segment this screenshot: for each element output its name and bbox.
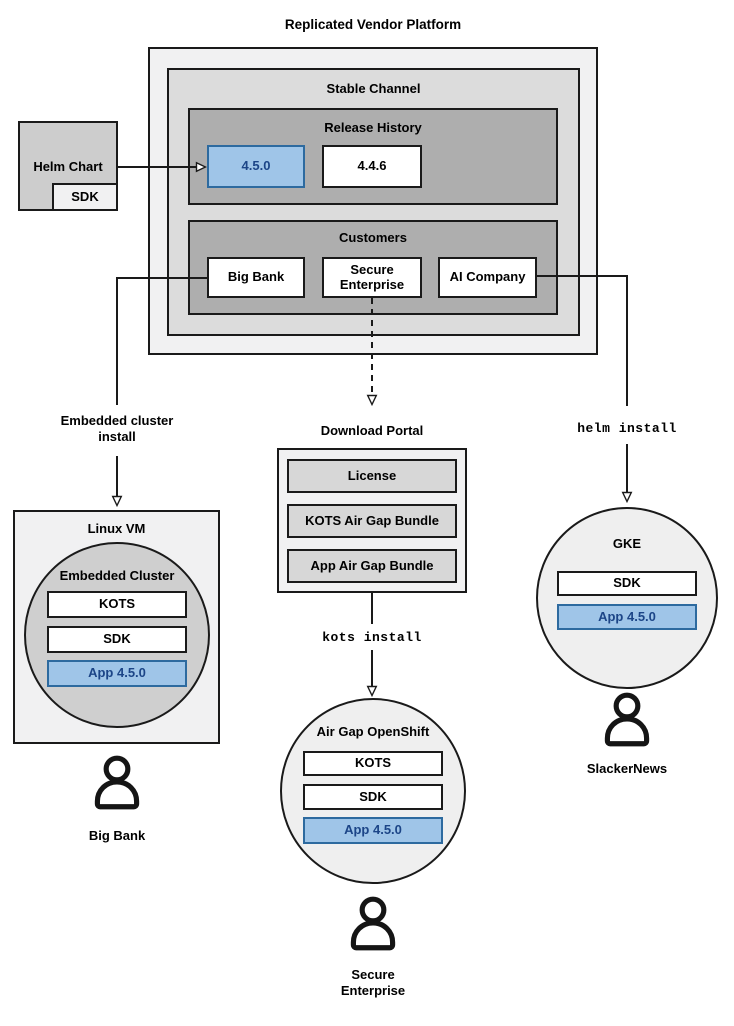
slackernews-user-label: SlackerNews	[586, 761, 668, 776]
secure-enterprise-user-icon	[340, 893, 406, 959]
linux-vm-kots-box: KOTS	[47, 591, 187, 618]
diagram-title: Replicated Vendor Platform	[284, 17, 462, 32]
openshift-app-box: App 4.5.0	[303, 817, 443, 844]
gke-label: GKE	[612, 536, 642, 551]
gke-circle	[536, 507, 718, 689]
embedded-cluster-install-label: Embedded cluster install	[60, 413, 174, 444]
release-4-4-6: 4.4.6	[322, 145, 422, 188]
secure-enterprise-user-label: Secure Enterprise	[340, 967, 406, 998]
helm-chart-label: Helm Chart	[33, 159, 103, 174]
big-bank-user-label: Big Bank	[88, 828, 146, 843]
openshift-kots-box: KOTS	[303, 751, 443, 776]
customer-secure-enterprise: Secure Enterprise	[322, 257, 422, 298]
portal-item-license: License	[287, 459, 457, 493]
stable-channel-label: Stable Channel	[326, 81, 421, 96]
gke-app-box: App 4.5.0	[557, 604, 697, 630]
portal-item-kots-airgap-bundle: KOTS Air Gap Bundle	[287, 504, 457, 538]
customer-ai-company: AI Company	[438, 257, 537, 298]
slackernews-user-icon	[594, 689, 660, 755]
linux-vm-label: Linux VM	[87, 521, 146, 536]
linux-vm-app-box: App 4.5.0	[47, 660, 187, 687]
download-portal-label: Download Portal	[320, 423, 424, 438]
helm-install-label: helm install	[577, 421, 677, 436]
customer-big-bank: Big Bank	[207, 257, 305, 298]
gke-sdk-box: SDK	[557, 571, 697, 596]
customers-label: Customers	[339, 230, 407, 245]
air-gap-openshift-label: Air Gap OpenShift	[316, 724, 430, 739]
kots-install-label: kots install	[322, 630, 422, 645]
portal-item-app-airgap-bundle: App Air Gap Bundle	[287, 549, 457, 583]
release-4-5-0: 4.5.0	[207, 145, 305, 188]
linux-vm-sdk-box: SDK	[47, 626, 187, 653]
big-bank-user-icon	[84, 752, 150, 818]
helm-chart-sdk-box: SDK	[52, 183, 118, 211]
release-history-label: Release History	[324, 120, 422, 135]
embedded-cluster-label: Embedded Cluster	[59, 568, 175, 583]
openshift-sdk-box: SDK	[303, 784, 443, 810]
